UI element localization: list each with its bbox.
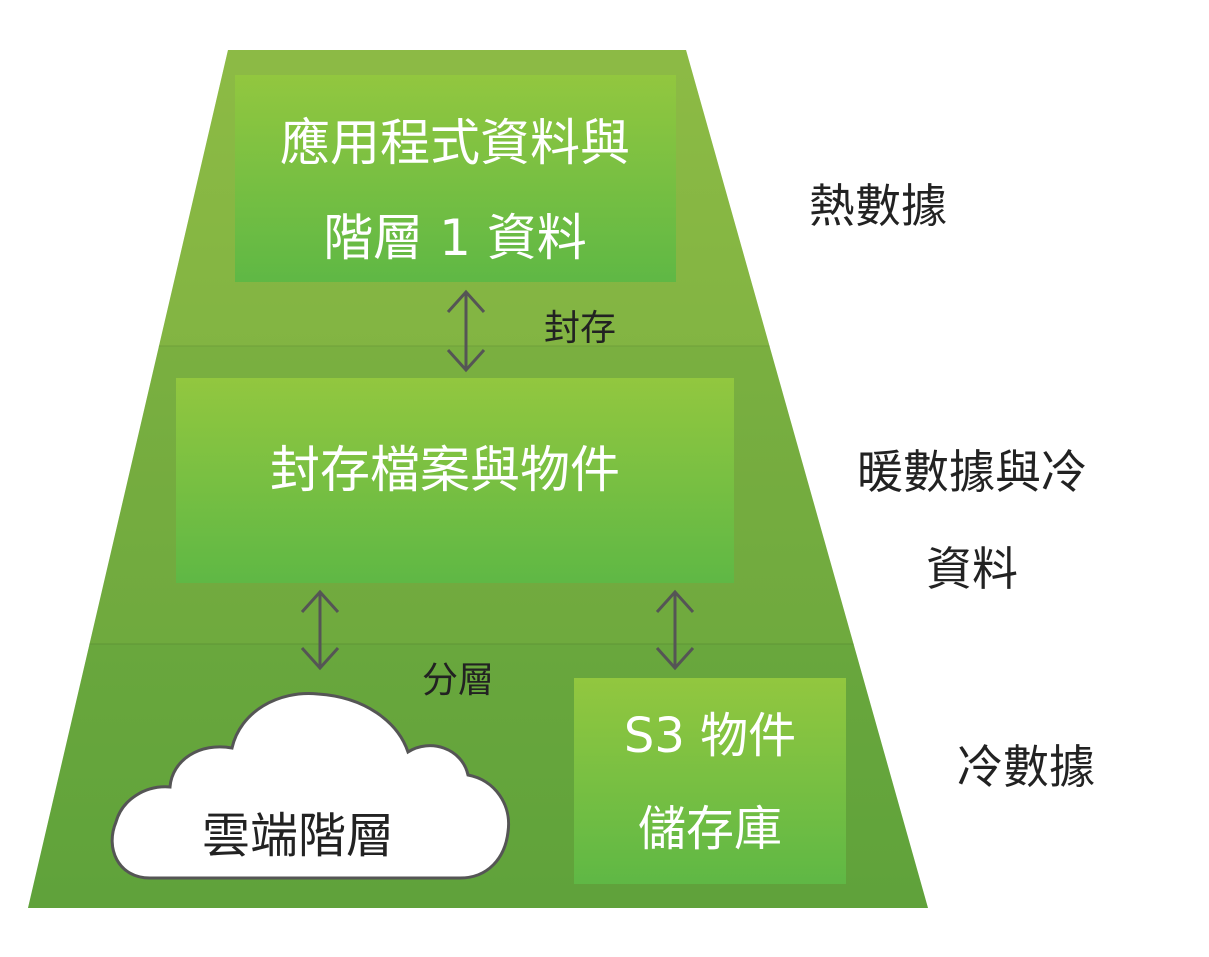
s3-storage-box (574, 678, 846, 884)
cloud-shape (110, 692, 511, 880)
tiering-label: 分層 (422, 660, 494, 701)
s3-box-line2: 儲存庫 (638, 801, 782, 857)
tiering-arrow-left (300, 589, 340, 671)
archive-files-box (176, 378, 734, 583)
archive-arrow (446, 289, 486, 373)
application-data-box (235, 75, 676, 282)
hot-data-label: 熱數據 (809, 179, 947, 233)
warm-data-label-line1: 暖數據與冷 (857, 445, 1087, 499)
cloud-tier-text: 雲端階層 (202, 808, 394, 864)
warm-data-label-line2: 資料 (926, 542, 1018, 596)
cold-data-label: 冷數據 (957, 740, 1095, 794)
archive-label: 封存 (544, 308, 616, 349)
tiering-arrow-right (655, 589, 695, 671)
application-data-line1: 應用程式資料與 (280, 114, 630, 172)
application-data-line2: 階層 1 資料 (323, 209, 587, 267)
archive-files-text: 封存檔案與物件 (270, 441, 620, 499)
s3-box-line1: S3 物件 (624, 708, 796, 764)
